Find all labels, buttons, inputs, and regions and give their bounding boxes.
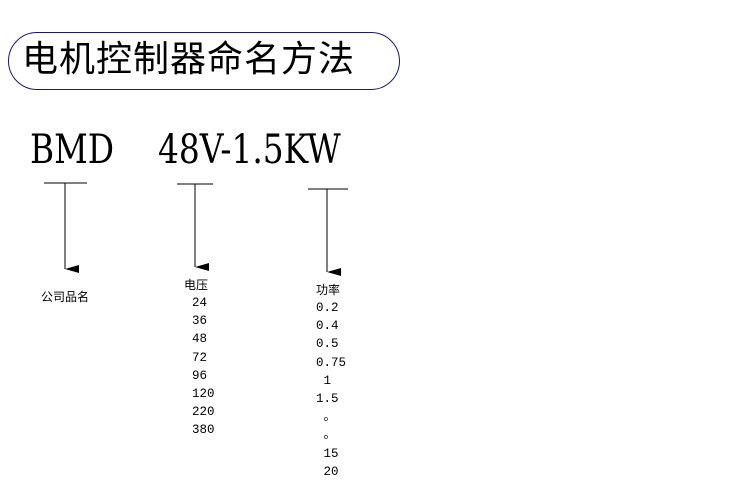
title-frame bbox=[8, 32, 400, 90]
power-value: 0.4 bbox=[316, 319, 339, 334]
power-label: 功率 bbox=[316, 283, 341, 297]
voltage-list: 24 36 48 72 96 120 220 380 bbox=[192, 294, 215, 440]
voltage-value: 220 bbox=[192, 405, 215, 420]
power-value: 。 bbox=[316, 410, 337, 425]
power-value: 。 bbox=[316, 428, 337, 443]
power-value: 1.5 bbox=[316, 392, 339, 407]
power-value: 15 bbox=[316, 446, 339, 461]
power-value: 1 bbox=[316, 373, 332, 388]
power-value: 20 bbox=[316, 464, 339, 479]
voltage-value: 36 bbox=[192, 314, 208, 329]
power-value: 0.2 bbox=[316, 301, 339, 315]
voltage-value: 24 bbox=[192, 296, 208, 310]
power-list: 0.2 0.4 0.5 0.75 1 1.5 。 。 15 20 bbox=[316, 299, 346, 481]
power-value: 0.5 bbox=[316, 337, 339, 352]
power-value: 0.75 bbox=[316, 355, 347, 370]
diagram-title: 电机控制器命名方法 bbox=[22, 39, 356, 80]
code-brand: BMD bbox=[30, 127, 114, 173]
code-spec: 48V-1.5KW bbox=[158, 127, 341, 173]
voltage-value: 96 bbox=[192, 368, 208, 383]
voltage-value: 380 bbox=[192, 423, 215, 438]
brand-label: 公司品名 bbox=[41, 290, 90, 304]
voltage-value: 48 bbox=[192, 332, 208, 347]
voltage-value: 72 bbox=[192, 350, 208, 365]
voltage-label: 电压 bbox=[184, 278, 209, 292]
voltage-value: 120 bbox=[192, 387, 215, 402]
